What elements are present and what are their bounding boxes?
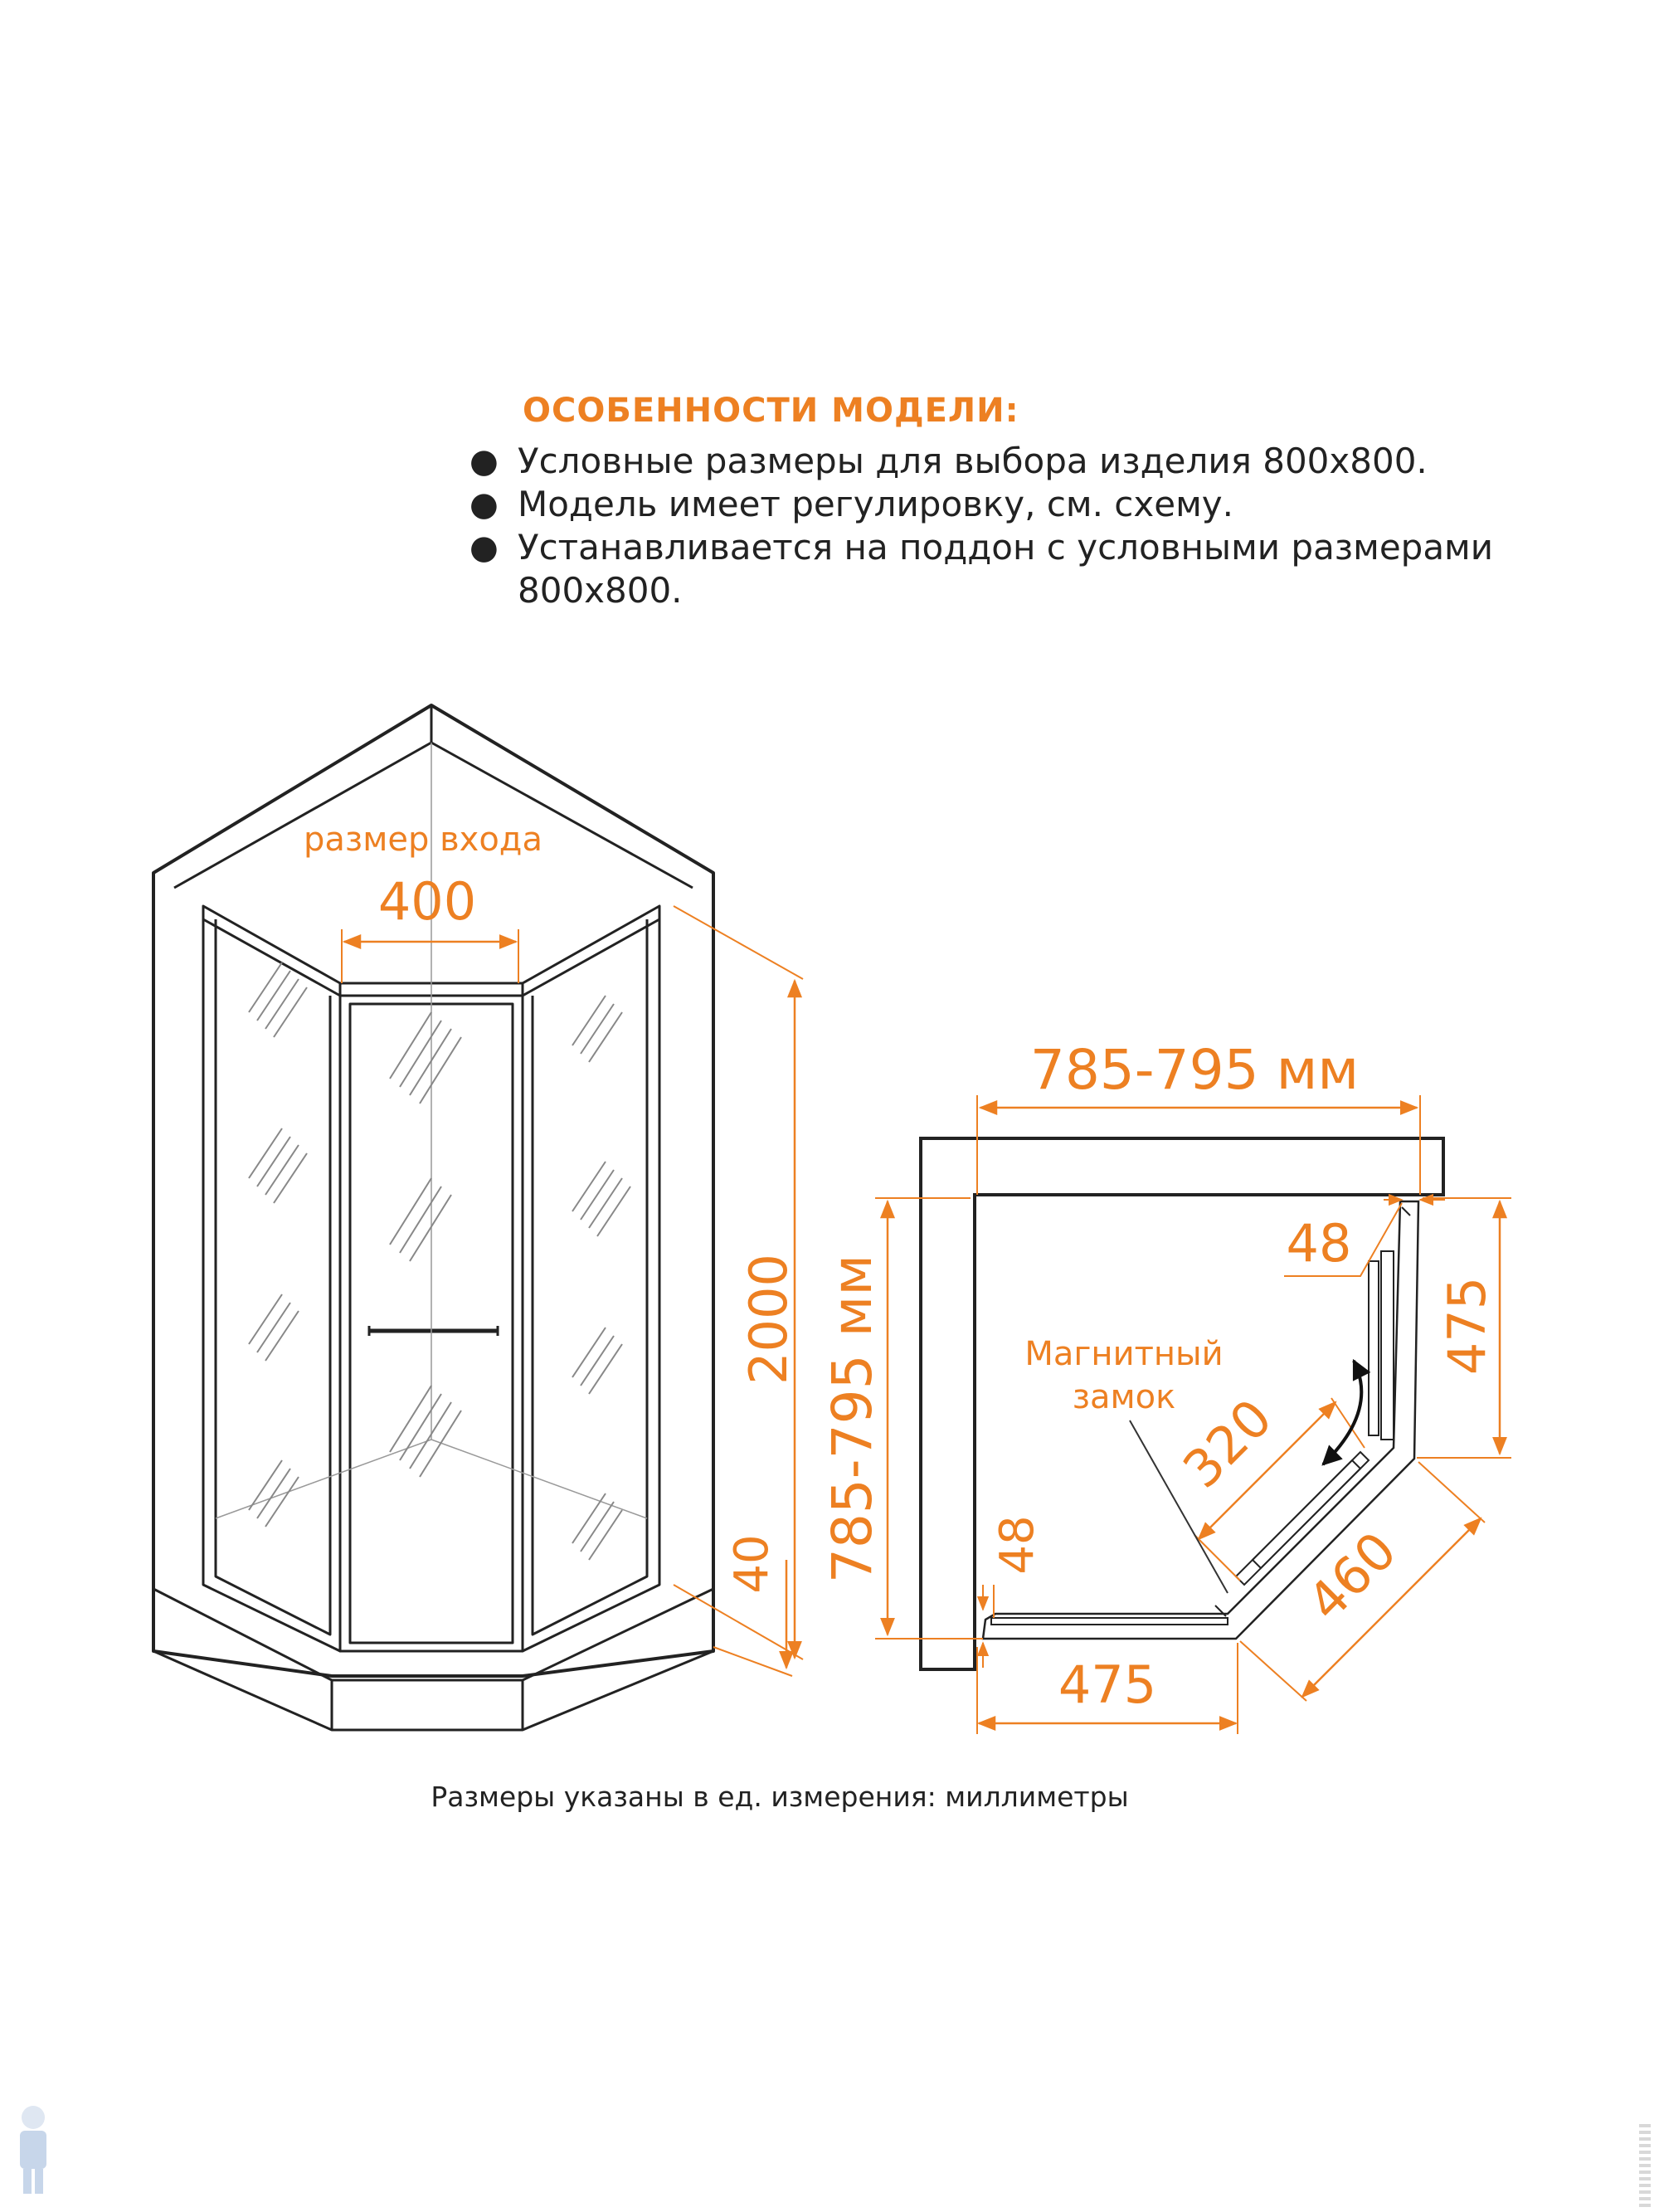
- adjust-left-label: 48: [990, 1515, 1044, 1574]
- units-footnote: Размеры указаны в ед. измерения: миллиме…: [431, 1781, 1129, 1813]
- front-dimensions: размер входа 400 2000 40: [304, 821, 804, 1677]
- cabin-outline: [152, 704, 715, 1678]
- slide-direction-icon: [1321, 1358, 1371, 1466]
- diagonal-segment-line: [1301, 1517, 1482, 1698]
- features-title: ОСОБЕННОСТИ МОДЕЛИ:: [523, 392, 1019, 430]
- feature-item-3: ●Устанавливается на поддон с условными р…: [469, 527, 1494, 611]
- right-fixed-panel: [1380, 1250, 1394, 1440]
- right-segment-label: 475: [1437, 1277, 1497, 1375]
- door-width-line: [1197, 1401, 1337, 1541]
- side-width-label: 785-795 мм: [820, 1255, 884, 1583]
- diagonal-segment-label: 460: [1296, 1520, 1408, 1632]
- wall-l-shape: [919, 1137, 1445, 1671]
- magnet-label-line1: Магнитный: [1024, 1335, 1223, 1373]
- glass-hatch: [248, 962, 631, 1561]
- feature-item-2: ●Модель имеет регулировку, см. схему.: [469, 484, 1233, 524]
- logo-icon: [1639, 2124, 1651, 2207]
- cabin-plan: [981, 1200, 1420, 1640]
- adjust-top-label: 48: [1287, 1213, 1352, 1274]
- bullet-icon: ●: [469, 442, 499, 480]
- door-width-label: 320: [1171, 1387, 1283, 1499]
- left-panel: [202, 906, 342, 1653]
- height-label: 2000: [738, 1254, 799, 1385]
- bottom-segment-label: 475: [1058, 1654, 1156, 1715]
- entrance-label: размер входа: [304, 821, 542, 859]
- front-view: [152, 704, 715, 1732]
- magnet-leader: [1129, 1420, 1228, 1594]
- tray-height-label: 40: [725, 1534, 779, 1593]
- entrance-width-label: 400: [378, 871, 476, 932]
- top-width-label: 785-795 мм: [1030, 1038, 1359, 1102]
- shower-tray: [153, 1587, 714, 1732]
- features-list: ●Условные размеры для выбора изделия 800…: [469, 440, 1579, 612]
- plan-dimensions: 785-795 мм 785-795 мм 475 475 460 320 4: [820, 1038, 1511, 1734]
- plumber-mascot-icon: [20, 2106, 46, 2194]
- bullet-icon: ●: [469, 485, 499, 524]
- magnet-label-line2: замок: [1073, 1378, 1176, 1416]
- bullet-icon: ●: [469, 529, 499, 567]
- bottom-fixed-panel: [990, 1617, 1228, 1625]
- feature-item-1: ●Условные размеры для выбора изделия 800…: [469, 441, 1428, 481]
